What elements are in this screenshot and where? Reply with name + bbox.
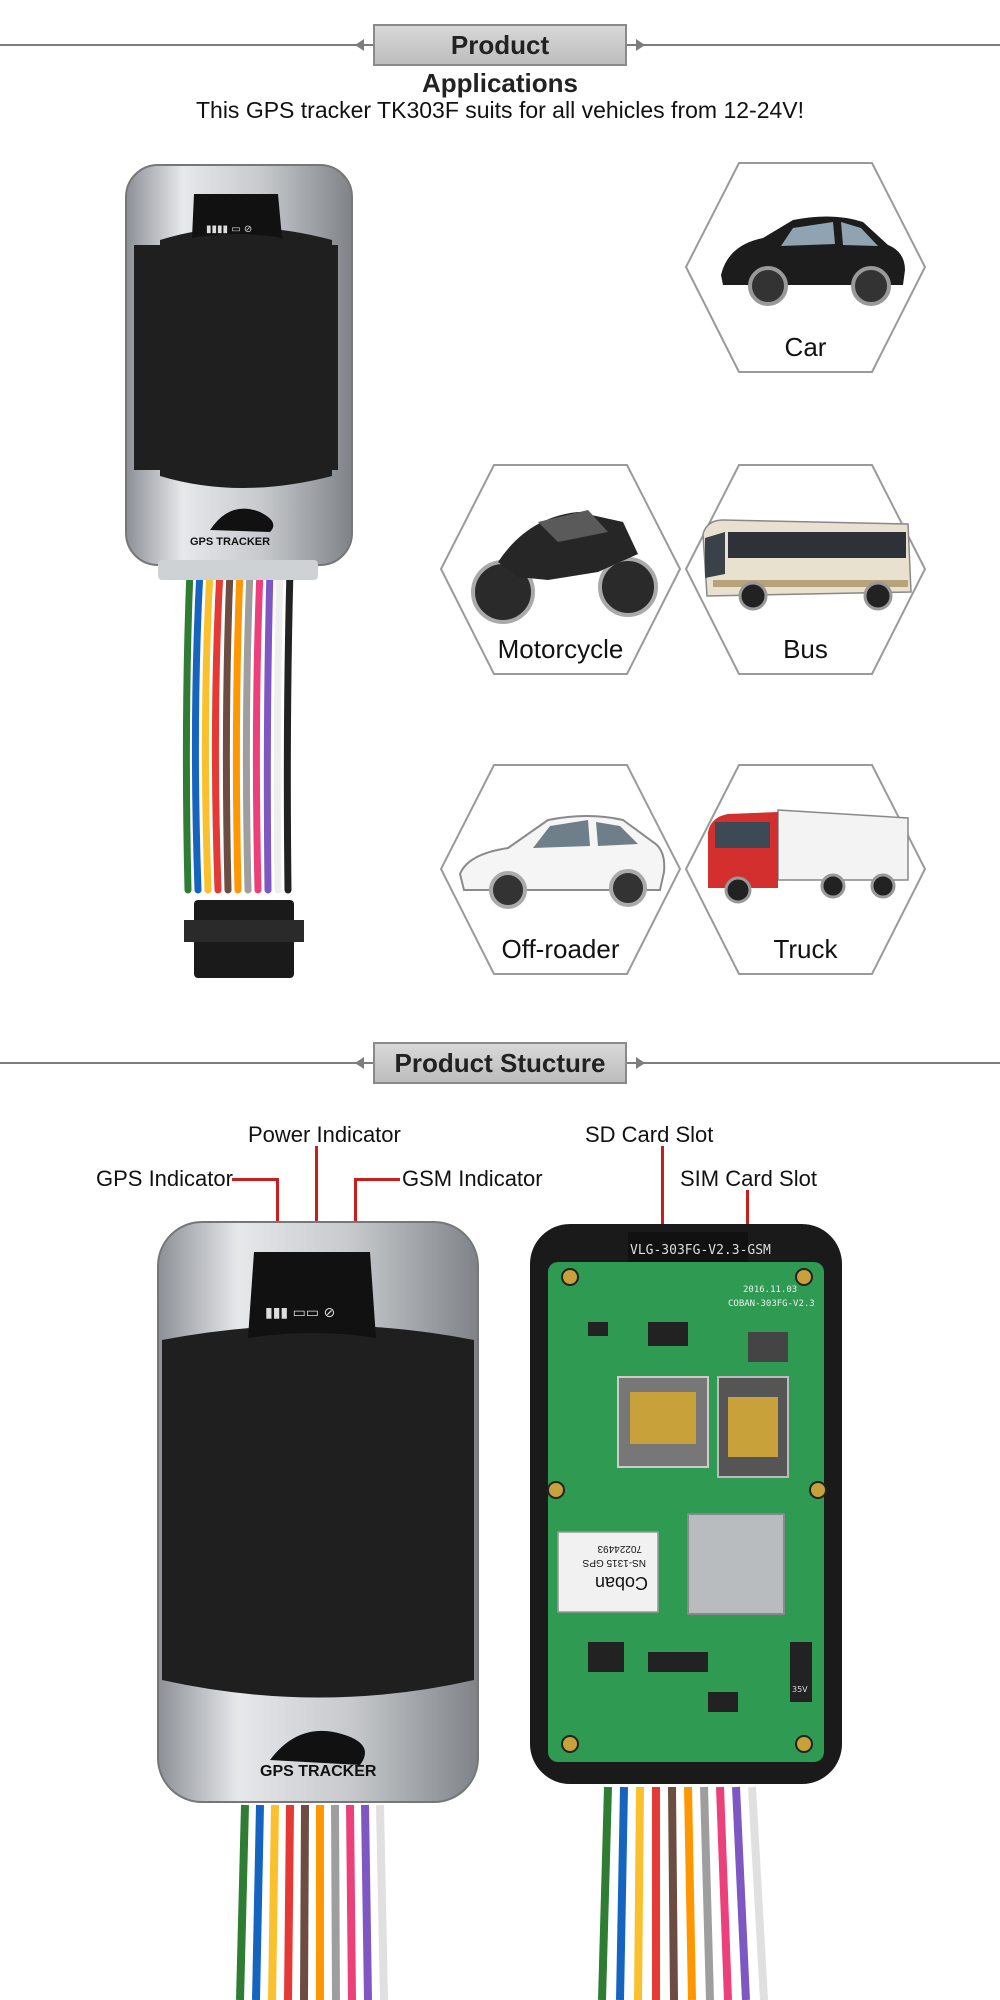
device-brand-label: GPS TRACKER (190, 536, 270, 548)
vehicle-tile-off-roader: Off-roader (438, 762, 683, 977)
divider-arrow-left (355, 39, 364, 51)
car-icon (721, 216, 905, 306)
gps-tracker-device-image: ▮▮▮▮ ▭ ⊘ GPS TRACKER (125, 164, 353, 978)
vehicle-tile-car: Car (683, 160, 928, 375)
section-title-structure: Product Stucture (373, 1042, 627, 1084)
label-gps-indicator: GPS Indicator (96, 1166, 233, 1191)
capacitor-text: 35V (792, 1685, 808, 1694)
vehicle-label-bus: Bus (783, 634, 828, 664)
vehicle-label-truck: Truck (773, 934, 838, 964)
divider-arrow-left (355, 1057, 364, 1069)
vehicle-tile-truck: Truck (683, 762, 928, 977)
sedan-icon (458, 815, 666, 909)
page-subtitle: This GPS tracker TK303F suits for all ve… (195, 97, 805, 123)
device-brand-label-front: GPS TRACKER (260, 1763, 377, 1780)
bus-icon (702, 519, 912, 611)
vehicle-label-motorcycle: Motorcycle (497, 634, 624, 664)
vehicle-tile-motorcycle: Motorcycle (438, 462, 683, 677)
divider-arrow-right (636, 39, 645, 51)
hexagon-frame (684, 162, 927, 373)
label-sim-card-slot: SIM Card Slot (680, 1166, 817, 1191)
pcb-model-text: VLG-303FG-V2.3-GSM (630, 1243, 771, 1258)
label-sd-card-slot: SD Card Slot (585, 1122, 714, 1147)
pcb-board-text: COBAN-303FG-V2.3 (728, 1299, 815, 1309)
svg-text:▮▮▮▮ ▭ ⊘: ▮▮▮▮ ▭ ⊘ (206, 224, 252, 235)
gps-module-code: 70224493 (597, 1543, 642, 1554)
hexagon-frame (684, 764, 927, 975)
truck-icon (708, 809, 909, 904)
vehicle-tile-bus: Bus (683, 462, 928, 677)
gps-module-model: NS-1315 GPS (582, 1557, 646, 1568)
pointer-line-gps-h (232, 1178, 278, 1181)
motorcycle-icon (471, 510, 658, 624)
section-title-applications: Product Applications (373, 24, 627, 98)
hexagon-frame (439, 764, 682, 975)
label-gsm-indicator: GSM Indicator (402, 1166, 543, 1191)
tracker-pcb-image: VLG-303FG-V2.3-GSM 2016.11.03 COBAN-303F… (530, 1224, 842, 2000)
gps-module-brand: Coban (595, 1573, 648, 1593)
hexagon-frame (684, 464, 927, 675)
tracker-front-image: ▮▮▮ ▭▭ ⊘ GPS TRACKER (157, 1221, 479, 2000)
divider-arrow-right (636, 1057, 645, 1069)
pcb-date-text: 2016.11.03 (743, 1285, 797, 1295)
label-power-indicator: Power Indicator (248, 1122, 401, 1147)
pointer-line-gsm-h (354, 1178, 400, 1181)
svg-text:▮▮▮ ▭▭ ⊘: ▮▮▮ ▭▭ ⊘ (265, 1305, 335, 1321)
vehicle-label-off-roader: Off-roader (501, 934, 620, 964)
vehicle-label-car: Car (784, 332, 827, 362)
hexagon-frame (439, 464, 682, 675)
